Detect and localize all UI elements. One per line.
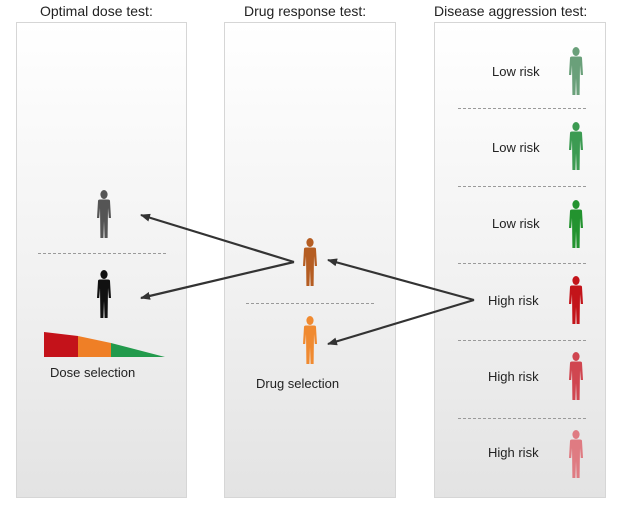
dose-wedge-green	[111, 343, 165, 357]
aggression-separator-1	[458, 108, 586, 109]
arrow-drug-to-dose-bottom	[140, 260, 295, 300]
aggression-separator-5	[458, 418, 586, 419]
aggression-label: Low risk	[492, 216, 540, 231]
dose-wedge-red	[44, 332, 78, 357]
risk-person-icon	[569, 430, 583, 478]
risk-person-icon	[569, 200, 583, 248]
aggression-label: High risk	[488, 293, 539, 308]
aggression-label: Low risk	[492, 140, 540, 155]
aggression-separator-2	[458, 186, 586, 187]
risk-person-icon	[569, 276, 583, 324]
dose-person-icon	[97, 270, 111, 318]
arrow-drug-to-dose-top	[140, 213, 295, 264]
aggression-label: High risk	[488, 445, 539, 460]
aggression-separator-3	[458, 263, 586, 264]
risk-person-icon	[569, 47, 583, 95]
dose-selection-label: Dose selection	[50, 365, 136, 380]
drug-response-title: Drug response test:	[244, 3, 367, 19]
drug-response-person-icon	[303, 238, 317, 286]
dose-person-icon	[97, 190, 111, 238]
aggression-separator-4	[458, 340, 586, 341]
dose-wedge-orange	[78, 336, 111, 357]
aggression-label: Low risk	[492, 64, 540, 79]
arrow-risk-to-drug-bottom	[327, 298, 475, 346]
drug-selection-label: Drug selection	[256, 376, 340, 391]
optimal-dose-panel	[16, 22, 187, 498]
risk-person-icon	[569, 122, 583, 170]
dose-separator	[38, 253, 166, 254]
aggression-label: High risk	[488, 369, 539, 384]
risk-person-icon	[569, 352, 583, 400]
arrow-risk-to-drug-top	[327, 258, 475, 302]
disease-aggression-title: Disease aggression test:	[434, 3, 588, 19]
optimal-dose-title: Optimal dose test:	[40, 3, 153, 19]
drug-selection-person-icon	[303, 316, 317, 364]
drug-separator	[246, 303, 374, 304]
